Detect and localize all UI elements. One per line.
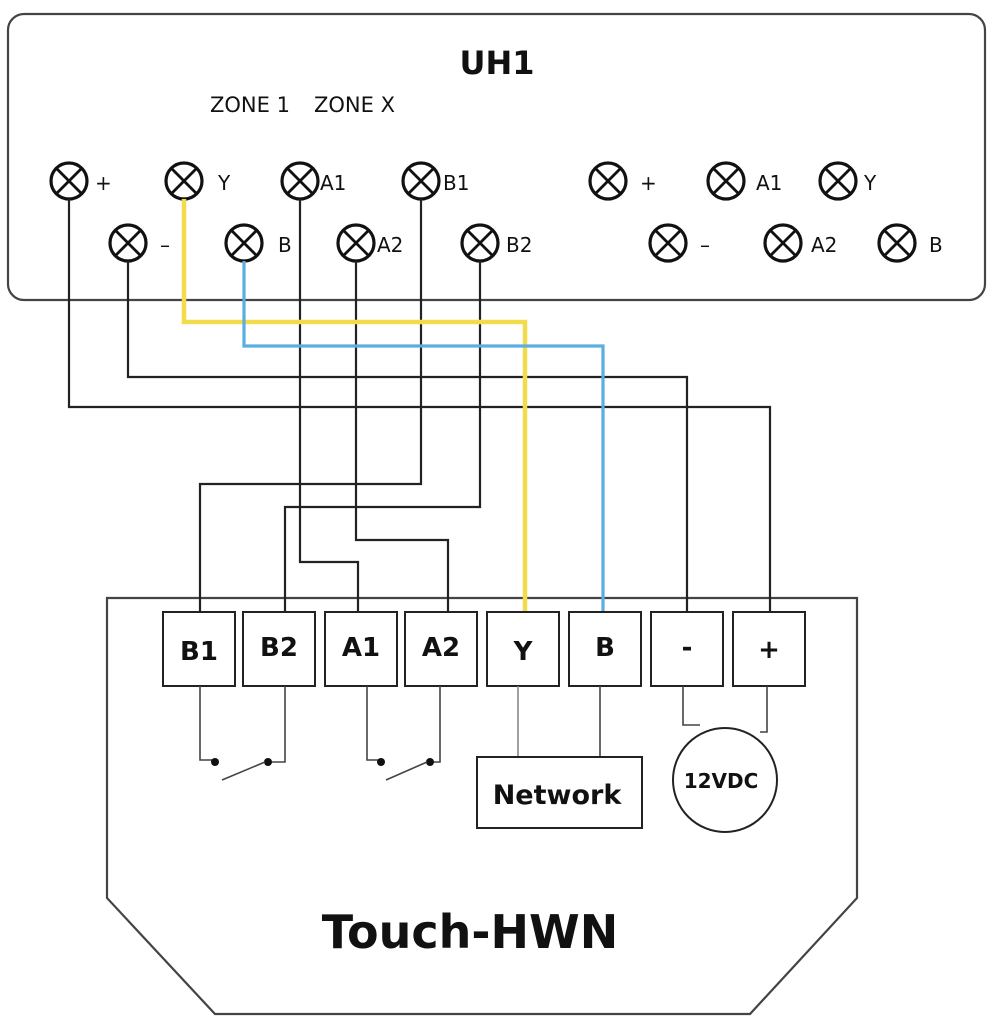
terminal-label: + [95, 171, 112, 195]
terminal-block [650, 611, 724, 687]
terminal-label: – [700, 233, 710, 257]
switch-lever-icon [385, 761, 428, 781]
terminal-label: A2 [811, 233, 837, 257]
zone-1-terminal-a2: A2 [336, 223, 403, 263]
zone-x-terminal-a1: A1 [706, 161, 782, 201]
terminal-label: + [640, 171, 657, 195]
switch-contact-icon [264, 758, 272, 766]
device-terminal-b2: B2 [242, 611, 316, 687]
switch-lever-icon [221, 761, 266, 781]
terminal-block-label: Y [513, 637, 534, 667]
switch-contact-icon [426, 758, 434, 766]
terminal-label: A1 [320, 171, 346, 195]
terminal-block-label: A2 [422, 633, 460, 663]
zone-1-terminal-plus: + [49, 161, 112, 201]
terminal-block-label: A1 [342, 633, 380, 663]
terminal-block [568, 611, 642, 687]
terminal-label: B2 [506, 233, 532, 257]
terminal-block [404, 611, 478, 687]
terminal-block [732, 611, 806, 687]
terminal-block [324, 611, 398, 687]
network-connection: Network [476, 686, 643, 829]
terminal-block-label: - [682, 633, 693, 663]
zone-1-terminal-minus: – [108, 223, 170, 263]
zone-1-terminal-y: Y [164, 161, 231, 201]
zone-1-terminal-a1: A1 [280, 161, 346, 201]
power-label: 12VDC [684, 769, 759, 793]
device-title: Touch-HWN [322, 905, 618, 959]
device-terminal-minus: - [650, 611, 724, 687]
terminal-label: B [278, 233, 292, 257]
terminal-label: A1 [756, 171, 782, 195]
terminal-block-label: B [595, 633, 615, 663]
zone-x-label: ZONE X [314, 93, 395, 117]
wire-a2 [354, 261, 450, 612]
terminal-label: A2 [377, 233, 403, 257]
zone-x-terminal-plus: + [588, 161, 657, 201]
terminal-label: – [160, 233, 170, 257]
zone-1-label: ZONE 1 [210, 93, 290, 117]
wire-b2 [283, 261, 482, 612]
switch-contact-icon [377, 758, 385, 766]
power-supply-circle [672, 727, 778, 833]
network-box [476, 756, 643, 829]
wire-plus [67, 199, 772, 612]
terminal-label: Y [863, 171, 877, 195]
wire-a1 [298, 199, 360, 612]
wire-y [181, 199, 528, 612]
device-terminal-plus: + [732, 611, 806, 687]
network-label: Network [493, 780, 623, 811]
wiring [67, 199, 772, 612]
wire-b [242, 261, 605, 612]
device-terminal-b1: B1 [162, 611, 236, 687]
terminal-block [486, 611, 560, 687]
terminal-label: B [929, 233, 943, 257]
terminal-block-label: B2 [260, 633, 298, 663]
device-terminal-a1: A1 [324, 611, 398, 687]
uh1-title: UH1 [459, 44, 534, 82]
zone-x-terminal-b: B [877, 223, 943, 263]
device-terminal-b: B [568, 611, 642, 687]
zone-x-terminal-minus: – [648, 223, 710, 263]
power-supply: 12VDC [672, 686, 778, 833]
terminal-block-label: + [758, 635, 780, 665]
wire-b1 [198, 199, 423, 612]
switch-a1-a2 [366, 686, 441, 781]
zone-1-terminal-b1: B1 [401, 161, 469, 201]
terminal-label: B1 [443, 171, 469, 195]
zone-x-terminal-a2: A2 [763, 223, 837, 263]
terminal-block-label: B1 [180, 637, 218, 667]
device-terminal-a2: A2 [404, 611, 478, 687]
switch-contact-icon [211, 758, 219, 766]
switch-b1-b2 [199, 686, 286, 781]
terminal-block [242, 611, 316, 687]
terminal-block [162, 611, 236, 687]
terminal-label: Y [217, 171, 231, 195]
device-terminal-y: Y [486, 611, 560, 687]
zone-1-terminal-b2: B2 [460, 223, 532, 263]
wire-minus [126, 261, 689, 612]
zone-x-terminal-y: Y [818, 161, 877, 201]
